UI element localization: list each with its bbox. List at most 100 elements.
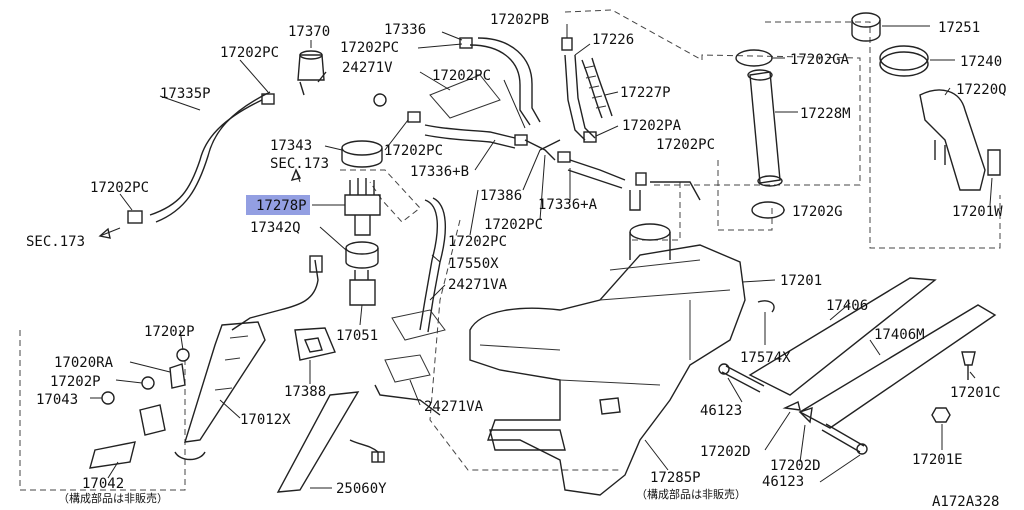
label-17240[interactable]: 17240 [960,54,1002,70]
filter-17042-body [139,404,166,436]
label-17202g[interactable]: 17202G [792,204,843,220]
clip-17202d-b [798,406,813,424]
clamp-17202pc-c [407,111,421,123]
label-17220q[interactable]: 17220Q [956,82,1007,98]
label-17202pc-m[interactable]: 17202PC [432,68,491,84]
inlet-tube-pipe [934,140,946,165]
label-46123-t[interactable]: 46123 [700,403,742,419]
label-17202pc-r[interactable]: 17202PC [656,137,715,153]
label-17201c[interactable]: 17201C [950,385,1001,401]
filter-17370-top [299,50,323,60]
label-17550x[interactable]: 17550X [448,256,499,272]
bolt-46123-b-head [856,443,868,455]
label-17020ra[interactable]: 17020RA [54,355,114,371]
label-24271va-b[interactable]: 24271VA [424,399,484,415]
label-17285p[interactable]: 17285P [650,470,701,486]
label-17202pc-tl[interactable]: 17202PC [220,45,279,61]
nut-17201e [931,407,951,423]
label-17202pc-b[interactable]: 17202PC [448,234,507,250]
plate-17388-window [304,337,323,353]
clamp-17202pc-lo [557,151,571,163]
label-17386[interactable]: 17386 [480,188,522,204]
label-17201[interactable]: 17201 [780,273,822,289]
label-17251[interactable]: 17251 [938,20,980,36]
label-17336b[interactable]: 17336+B [410,164,469,180]
clamp-17202pa [583,131,597,143]
label-17406m[interactable]: 17406M [874,327,925,343]
label-17202p-t[interactable]: 17202P [144,324,195,340]
label-17202pc-l[interactable]: 17202PC [90,180,149,196]
rollover-valve [629,190,641,211]
filler-neck-sides [629,232,671,260]
fuel-tank-contours [479,259,731,386]
label-17202ga[interactable]: 17202GA [790,52,850,68]
clip-17202d-t [782,401,801,411]
label-17043[interactable]: 17043 [36,392,78,408]
sender-17012x-detail [214,335,249,391]
label-17406[interactable]: 17406 [826,298,868,314]
label-17202pc-c[interactable]: 17202PC [384,143,443,159]
dashed-frame-sender [19,330,186,491]
label-17336a[interactable]: 17336+A [538,197,598,213]
hose-17550x [419,197,447,333]
hose-17336-edge [477,37,541,123]
filter-17370 [297,54,325,81]
dashed-frame-tank [429,219,620,471]
bracket-24271va-b [384,354,431,383]
selected-part-highlight[interactable] [246,195,310,215]
label-17227p[interactable]: 17227P [620,85,671,101]
label-17202d-b[interactable]: 17202D [770,458,821,474]
tube-17226 [564,54,596,141]
label-17201w[interactable]: 17201W [952,204,1003,220]
corrugations [583,65,607,109]
plate-17388 [294,327,336,361]
label-sec173-center[interactable]: SEC.173 [270,156,329,172]
label-24271va-t[interactable]: 24271VA [448,277,508,293]
label-25060y[interactable]: 25060Y [336,481,387,497]
connector-17386 [524,139,561,161]
hose-17227p-corrugated [581,57,613,119]
label-17226[interactable]: 17226 [592,32,634,48]
label-17336[interactable]: 17336 [384,22,426,38]
sender-wire [231,259,319,331]
label-17278p[interactable]: 17278P [256,198,307,214]
filter-17370-pipes [299,71,327,96]
label-17335p[interactable]: 17335P [160,86,211,102]
filler-neck-opening [629,223,671,241]
label-17202pc-t[interactable]: 17202PC [340,40,399,56]
clamp-17202g [751,201,785,219]
label-17342q[interactable]: 17342Q [250,220,301,236]
note-not-sold-right: （構成部品は非販売） [636,487,746,501]
arrow-head-center [290,168,302,182]
arrow-sec173-left [99,227,121,237]
label-17202pa[interactable]: 17202PA [622,118,682,134]
label-17343[interactable]: 17343 [270,138,312,154]
label-sec173-left[interactable]: SEC.173 [26,234,85,250]
wire-harness [374,384,441,416]
label-17012x[interactable]: 17012X [240,412,291,428]
label-17051[interactable]: 17051 [336,328,378,344]
lock-ring-17343-side [341,148,383,168]
float-arm [174,451,206,461]
label-17228m[interactable]: 17228M [800,106,851,122]
bolt-17201c [961,351,976,380]
label-46123-b[interactable]: 46123 [762,474,804,490]
label-17202pc-lo[interactable]: 17202PC [484,217,543,233]
tank-skid [489,429,566,451]
protector-wire [349,439,379,462]
hose-17335p-edge [155,91,271,223]
label-17042[interactable]: 17042 [82,476,124,492]
screw-17201w [987,149,1001,176]
label-24271v[interactable]: 24271V [342,60,393,76]
dashed-frame-valve [630,181,681,241]
label-17370[interactable]: 17370 [288,24,330,40]
label-17202pb[interactable]: 17202PB [490,12,549,28]
label-17201e[interactable]: 17201E [912,452,963,468]
label-17574x[interactable]: 17574X [740,350,791,366]
strap-17406 [748,277,937,396]
label-17388[interactable]: 17388 [284,384,326,400]
dashed-frame-inlet [765,21,1001,249]
label-17202d-t[interactable]: 17202D [700,444,751,460]
label-17202p-l[interactable]: 17202P [50,374,101,390]
